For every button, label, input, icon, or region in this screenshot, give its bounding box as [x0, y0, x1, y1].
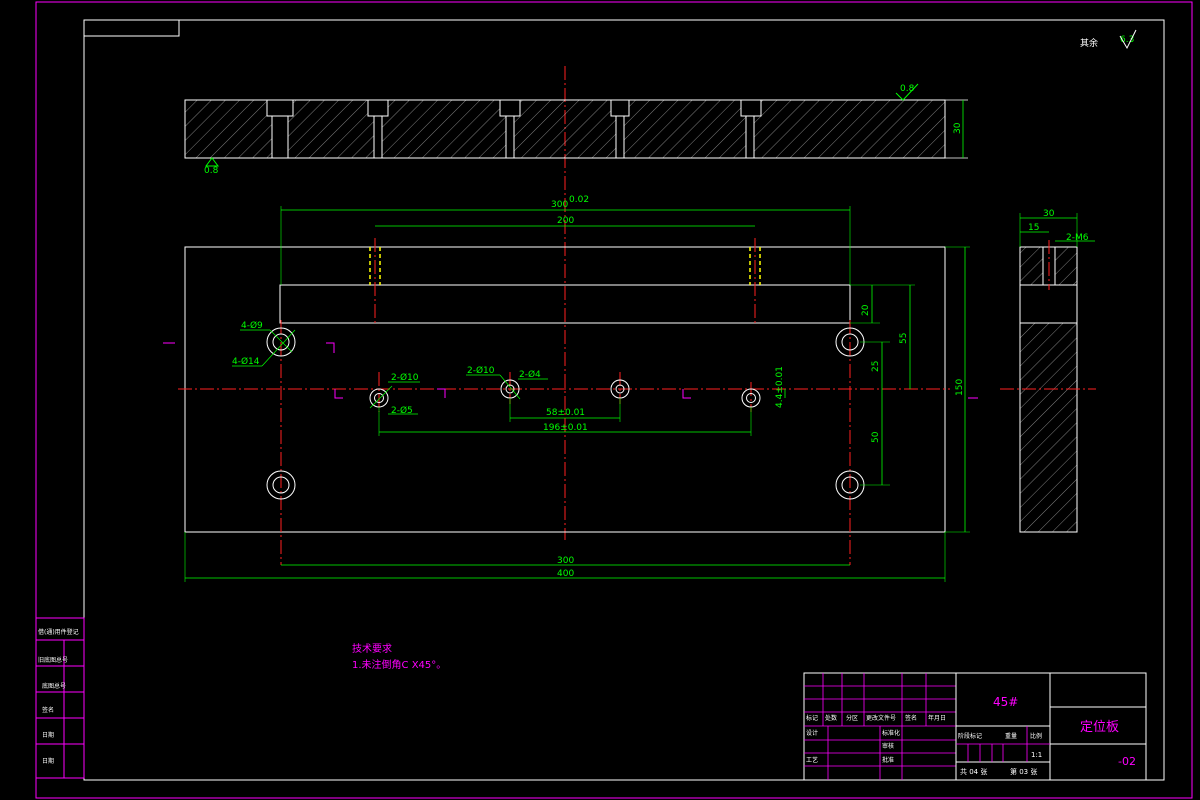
dim-50-label: 50: [871, 431, 881, 443]
left-block-item: 借(通)用件登记: [38, 628, 79, 636]
left-block: 借(通)用件登记 旧底图总号 底图总号 签名 日期 日期: [35, 617, 85, 779]
dim-55-label: 55: [899, 333, 909, 344]
tb-stage-header: 阶段标记: [958, 732, 982, 740]
dim-4-label: 4.4±0.01: [775, 366, 785, 408]
tb-col-header: 分区: [846, 714, 858, 722]
top-view: 30 0.8 0.8: [184, 83, 968, 176]
tb-col-header: 处数: [825, 714, 837, 722]
front-view: 300 0.02 200 4-Ø9 4-Ø14 2-Ø10 2-Ø5 2-Ø10…: [163, 195, 978, 582]
dim-300-tol: 0.02: [569, 195, 589, 205]
tech-requirements: 技术要求 1.未注倒角C X45°。: [352, 642, 446, 671]
tb-stage-header: 比例: [1030, 732, 1042, 740]
sheet-border-outer: [35, 1, 1193, 799]
tb-row-label: 标准化: [882, 729, 900, 737]
left-block-item: 日期: [42, 731, 54, 739]
dim-58-label: 58±0.01: [546, 408, 585, 418]
tb-part-name: 定位板: [1080, 720, 1119, 735]
side-view: 30 15 2-M6: [1000, 209, 1096, 533]
finish-symbol-top-icon: [895, 83, 919, 101]
tb-stage-header: 重量: [1005, 732, 1017, 740]
counterbore-4: [610, 99, 630, 117]
tb-col-header: 更改文件号: [866, 714, 896, 722]
front-view-slot: [279, 284, 851, 324]
tb-row-label: 审核: [882, 742, 894, 750]
roughness-prefix: 其余: [1080, 37, 1098, 49]
side-offset-label: 15: [1028, 223, 1039, 233]
tb-scale: 1:1: [1031, 751, 1042, 759]
bore-4: [615, 115, 625, 159]
bore-1: [271, 115, 289, 159]
mount-hole-outer: [266, 470, 296, 500]
finish-symbol-bottom-icon: [205, 157, 219, 167]
tb-row-label: 设计: [806, 729, 818, 737]
dim-bottom-400-label: 400: [557, 569, 574, 579]
counterbore-5: [740, 99, 762, 117]
tb-row-label: 批准: [882, 756, 894, 764]
tb-material: 45#: [993, 695, 1018, 709]
tb-sheet-total: 共 04 张: [960, 767, 987, 776]
left-block-item: 旧底图总号: [38, 656, 68, 664]
tb-row-label: 工艺: [806, 756, 818, 764]
left-block-item: 日期: [42, 757, 54, 765]
tb-sheet-no: 第 03 张: [1010, 767, 1037, 776]
side-view-bottom: [1019, 322, 1078, 533]
pin-a-label: 2-Ø10: [391, 372, 419, 383]
finish-label-top: 0.8: [900, 84, 915, 94]
pin-b-label: 2-Ø10: [467, 365, 495, 376]
holes-outer-label: 4-Ø14: [232, 356, 260, 367]
side-width-label: 30: [1043, 209, 1055, 219]
dim-150-label: 150: [955, 379, 965, 396]
sheet-border-inner: [83, 19, 1165, 781]
counterbore-2: [367, 99, 389, 117]
dim-bottom-300-label: 300: [557, 556, 574, 566]
pin-b-small-label: 2-Ø4: [519, 369, 541, 380]
tech-req-title: 技术要求: [352, 642, 392, 655]
thickness-label: 30: [953, 122, 963, 134]
dim-25-label: 25: [871, 361, 881, 372]
bore-3: [505, 115, 515, 159]
sheet-corner-box: [83, 19, 180, 37]
side-thread-label: 2-M6: [1066, 233, 1089, 243]
mount-hole-outer: [266, 327, 296, 357]
bore-2: [373, 115, 383, 159]
tb-col-header: 年月日: [928, 714, 946, 722]
title-block: 标记 处数 分区 更改文件号 签名 年月日 设计 审核 工艺 标准化 批准 阶段…: [803, 672, 1147, 781]
dim-196-label: 196±0.01: [543, 423, 588, 433]
pin-a-small-label: 2-Ø5: [391, 405, 413, 416]
dim-200-label: 200: [557, 216, 574, 226]
roughness-note: 其余 6.3: [1080, 29, 1137, 50]
holes-inner-label: 4-Ø9: [241, 320, 263, 331]
counterbore-1: [266, 99, 294, 117]
left-block-item: 底图总号: [42, 682, 66, 690]
left-block-item: 签名: [42, 706, 54, 714]
dim-20-label: 20: [861, 304, 871, 316]
tb-col-header: 签名: [905, 714, 917, 722]
roughness-value: 6.3: [1120, 35, 1134, 45]
tb-col-header: 标记: [806, 714, 818, 722]
top-view-holes: [266, 99, 762, 159]
counterbore-3: [499, 99, 521, 117]
dim-300-label: 300: [551, 200, 568, 210]
bore-5: [745, 115, 755, 159]
top-view-body: [184, 99, 946, 159]
tech-req-line: 1.未注倒角C X45°。: [352, 658, 446, 671]
side-view-middle: [1019, 284, 1078, 324]
roughness-symbol-icon: [1119, 29, 1137, 50]
finish-label-bottom: 0.8: [204, 166, 219, 176]
tb-drawing-no: -02: [1118, 755, 1136, 768]
